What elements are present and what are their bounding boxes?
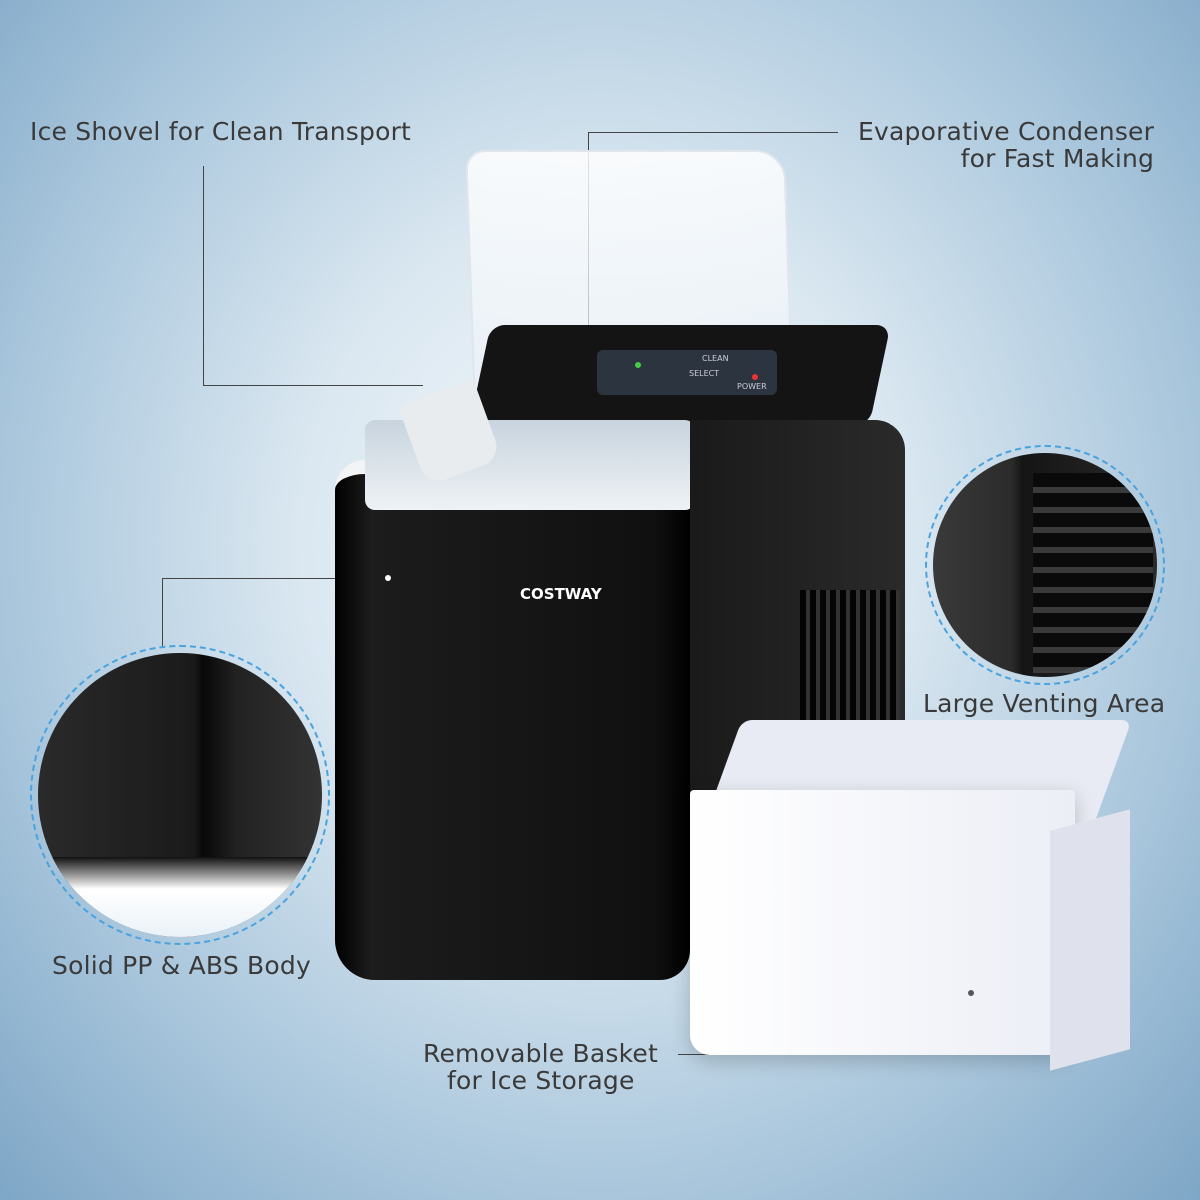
brand-logo: COSTWAY	[520, 585, 602, 603]
callout-venting: Large Venting Area	[923, 689, 1166, 718]
callout-body: Solid PP & ABS Body	[52, 951, 311, 980]
power-button[interactable]: POWER	[737, 382, 767, 391]
leader-shovel	[203, 166, 423, 386]
hotspot-body	[385, 575, 391, 581]
callout-basket-line1: Removable Basket	[423, 1039, 658, 1068]
ice-basket[interactable]	[690, 720, 1132, 1071]
detail-circle-vents	[925, 445, 1165, 685]
front-body	[335, 460, 690, 980]
leader-body	[162, 578, 388, 648]
indicator-red	[752, 374, 758, 380]
callout-ice-shovel: Ice Shovel for Clean Transport	[30, 117, 412, 146]
hotspot-basket	[968, 990, 974, 996]
callout-condenser-line1: Evaporative Condenser	[858, 117, 1155, 146]
detail-circle-body	[30, 645, 330, 945]
control-panel: CLEAN SELECT POWER	[597, 350, 777, 395]
callout-basket: Removable Basket for Ice Storage	[423, 1040, 658, 1094]
callout-basket-line2: for Ice Storage	[447, 1066, 635, 1095]
callout-condenser: Evaporative Condenser for Fast Making	[858, 118, 1154, 172]
clean-button[interactable]: CLEAN	[702, 354, 729, 363]
callout-condenser-line2: for Fast Making	[960, 144, 1155, 173]
side-vents	[800, 590, 900, 740]
select-button[interactable]: SELECT	[689, 369, 720, 378]
indicator-green	[635, 362, 641, 368]
